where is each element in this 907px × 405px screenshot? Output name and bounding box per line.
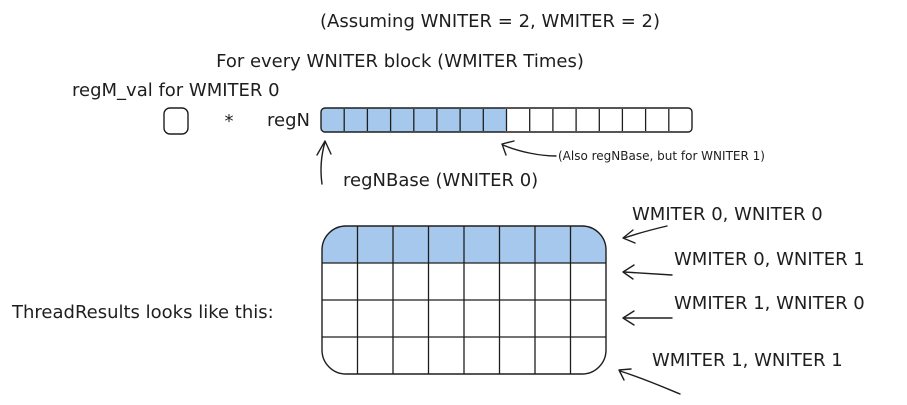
row-label-2: WMITER 1, WNITER 0 [622,293,865,326]
row-label-3: WMITER 1, WNITER 1 [618,350,843,395]
row-label-0: WMITER 0, WNITER 0 [622,204,823,244]
row-label-3-text: WMITER 1, WNITER 1 [652,350,843,371]
assumption-caption: (Assuming WNITER = 2, WMITER = 2) [320,11,660,32]
regN-register-strip [320,107,693,133]
regN-base-label: regNBase (WNITER 0) [343,170,538,191]
regN-label: regN [267,110,310,131]
regN-note: (Also regNBase, but for WNITER 1) [558,149,765,163]
grid-outline [321,225,607,375]
regN-base-arrow [316,140,332,185]
regM-label: regM_val for WMITER 0 [72,80,280,101]
row-label-1: WMITER 0, WNITER 1 [622,249,865,280]
regM-value-box [163,107,189,135]
thread-results-grid [321,225,607,375]
row-label-1-arrow-icon [623,271,673,276]
row-label-0-arrow-icon [623,225,668,239]
multiply-sign: * [225,111,234,132]
row-label-2-text: WMITER 1, WNITER 0 [674,293,865,314]
regN-note-arrow [501,140,557,157]
row-label-1-text: WMITER 0, WNITER 1 [674,249,865,270]
row-label-0-text: WMITER 0, WNITER 0 [632,204,823,225]
thread-results-label: ThreadResults looks like this: [11,302,274,323]
row-label-3-arrow-icon [619,370,681,395]
regN-cell-dividers [343,109,670,131]
regN-outline [320,107,693,133]
grid-cell-lines [322,226,606,374]
loop-caption: For every WNITER block (WMITER Times) [216,51,584,72]
